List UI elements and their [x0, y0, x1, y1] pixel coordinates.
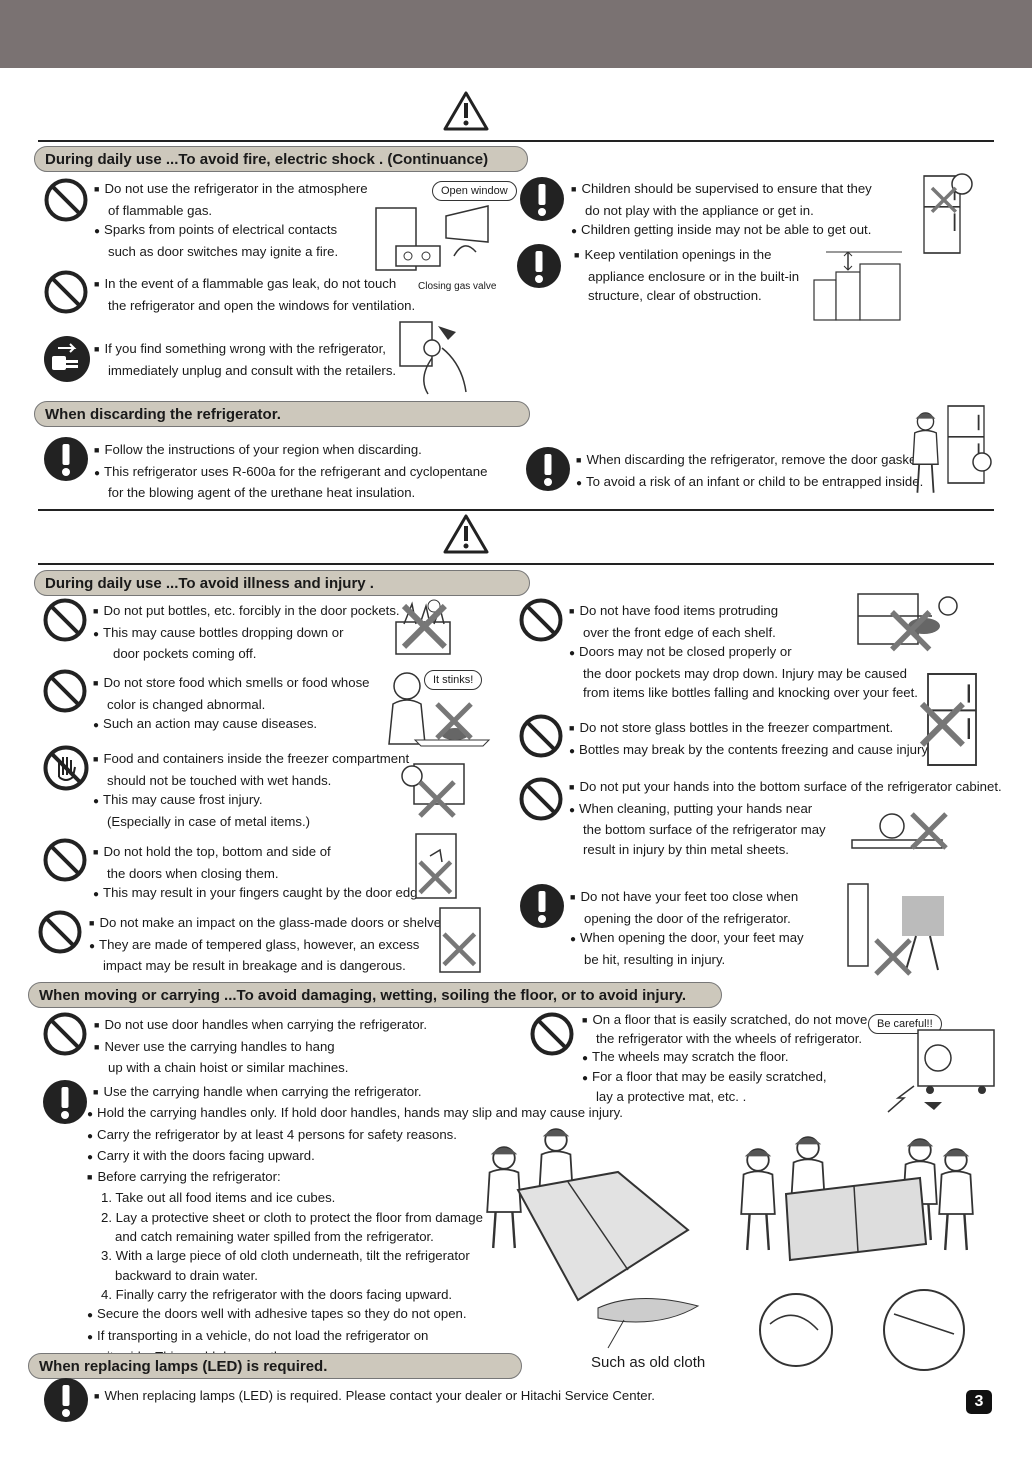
injury-caution-bottom-surface: Do not put your hands into the bottom su…	[569, 777, 1002, 859]
divider	[38, 140, 994, 142]
mandatory-icon	[44, 1378, 88, 1422]
injury-caution-feet: Do not have your feet too close when ope…	[570, 887, 804, 969]
glass-door-impact-illustration	[439, 907, 481, 973]
smelly-food-illustration	[388, 672, 491, 747]
fire-instruction-children: Children should be supervised to ensure …	[571, 179, 872, 242]
child-fridge-discard-illustration	[911, 404, 992, 494]
moving-caution-floor-scratch: On a floor that is easily scratched, do …	[582, 1011, 867, 1106]
header-bar	[0, 0, 1032, 68]
mandatory-icon	[520, 177, 564, 221]
child-in-fridge-illustration	[922, 173, 973, 255]
caution-triangle-icon	[443, 514, 489, 554]
injury-caution-door-edges: Do not hold the top, bottom and side of …	[93, 842, 428, 905]
fire-instruction-unplug: If you find something wrong with the ref…	[94, 339, 396, 380]
freezer-wet-hands-illustration	[401, 763, 465, 822]
door-closing-illustration	[415, 833, 457, 899]
prohibition-icon	[38, 910, 82, 954]
injury-caution-smelly-food: Do not store food which smells or food w…	[93, 673, 369, 736]
warning-triangle-icon	[443, 91, 489, 131]
divider	[38, 509, 994, 511]
page-number: 3	[966, 1390, 992, 1414]
discard-instruction-gaskets: When discarding the refrigerator, remove…	[576, 450, 930, 493]
open-window-bubble: Open window	[432, 181, 517, 201]
protruding-food-illustration	[857, 593, 958, 656]
prohibition-icon	[530, 1012, 574, 1056]
freezer-bottles-illustration	[918, 672, 978, 767]
moving-caution-door-handles: Do not use door handles when carrying th…	[94, 1015, 427, 1078]
it-stinks-bubble: It stinks!	[424, 670, 483, 690]
lamps-instruction: When replacing lamps (LED) is required. …	[94, 1386, 654, 1408]
injury-caution-glass-doors: Do not make an impact on the glass-made …	[89, 913, 451, 976]
prohibition-icon	[519, 598, 563, 642]
feet-near-door-illustration	[847, 883, 944, 976]
discard-instruction-region: Follow the instructions of your region w…	[94, 440, 487, 503]
mandatory-icon	[526, 447, 570, 491]
divider	[38, 563, 994, 565]
built-in-fridge-illustration	[813, 251, 902, 321]
bottom-surface-illustration	[851, 800, 956, 862]
no-wet-hands-icon	[43, 745, 89, 791]
unplug-icon	[44, 336, 90, 382]
section-header-lamps: When replacing lamps (LED) is required.	[28, 1353, 522, 1379]
section-header-discard: When discarding the refrigerator.	[34, 401, 530, 427]
prohibition-icon	[43, 598, 87, 642]
mandatory-icon	[517, 244, 561, 288]
section-header-moving: When moving or carrying ...To avoid dama…	[28, 982, 722, 1008]
injury-caution-protruding-food: Do not have food items protruding over t…	[569, 601, 918, 703]
closing-gas-valve-caption: Closing gas valve	[418, 281, 497, 292]
mandatory-icon	[520, 884, 564, 928]
section-header-fire: During daily use ...To avoid fire, elect…	[34, 146, 528, 172]
fire-instruction-ventilation: Keep ventilation openings in the applian…	[574, 245, 799, 306]
gas-leak-illustration	[375, 205, 489, 271]
fire-warning-gas: Do not use the refrigerator in the atmos…	[94, 179, 368, 261]
injury-caution-glass-bottles: Do not store glass bottles in the freeze…	[569, 718, 931, 761]
door-pocket-bottles-illustration	[395, 599, 451, 655]
wheels-scratch-illustration	[887, 1029, 995, 1113]
fire-warning-gas-leak: In the event of a flammable gas leak, do…	[94, 274, 415, 315]
mandatory-icon	[44, 437, 88, 481]
prohibition-icon	[44, 178, 88, 222]
prohibition-icon	[519, 714, 563, 758]
prohibition-icon	[44, 270, 88, 314]
mandatory-icon	[43, 1080, 87, 1124]
moving-instruction-carrying: Use the carrying handle when carrying th…	[93, 1082, 623, 1366]
prohibition-icon	[43, 1012, 87, 1056]
section-header-injury: During daily use ...To avoid illness and…	[34, 570, 530, 596]
injury-caution-wet-hands: Food and containers inside the freezer c…	[93, 749, 409, 831]
prohibition-icon	[43, 669, 87, 713]
prohibition-icon	[519, 777, 563, 821]
injury-caution-door-pockets: Do not put bottles, etc. forcibly in the…	[93, 601, 400, 664]
old-cloth-caption: Such as old cloth	[591, 1354, 706, 1371]
plug-illustration	[399, 321, 467, 395]
tilting-fridge-illustration	[486, 1127, 700, 1349]
be-careful-bubble: Be careful!!	[868, 1014, 942, 1034]
carrying-fridge-illustration	[740, 1135, 974, 1371]
prohibition-icon	[43, 838, 87, 882]
